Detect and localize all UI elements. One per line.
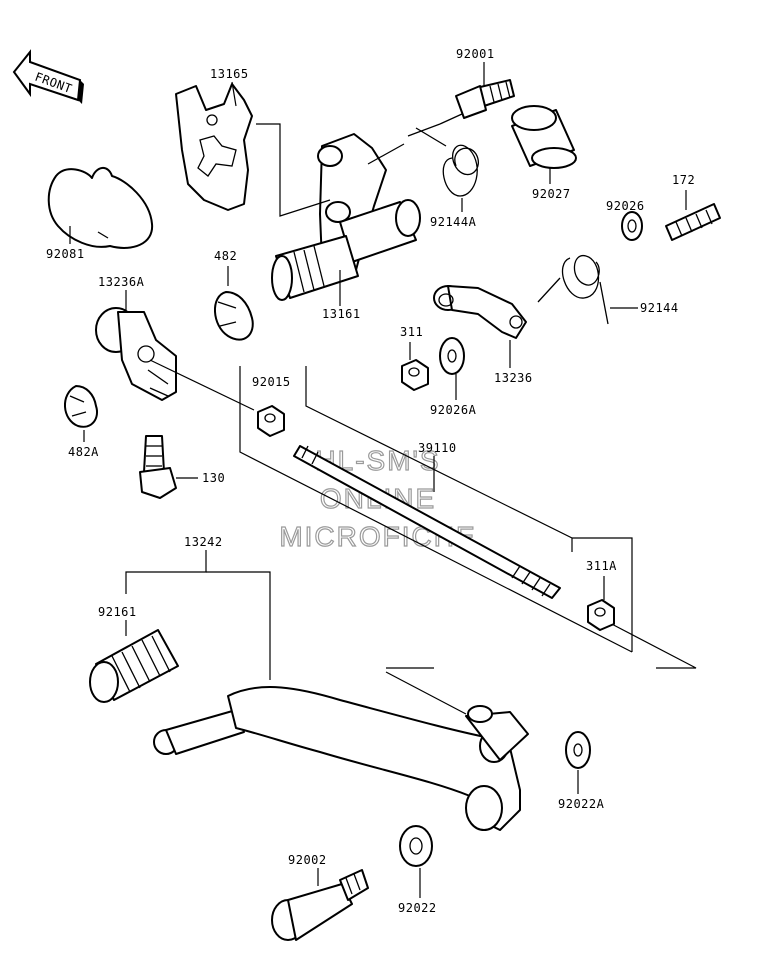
watermark-line-1: HL-SM'S	[315, 445, 440, 476]
part-92161-rubber	[89, 629, 179, 703]
label-92144: 92144	[640, 301, 679, 315]
part-92022A-washer	[565, 731, 591, 769]
part-92022-washer	[399, 825, 433, 867]
label-311: 311	[400, 325, 423, 339]
label-92026A: 92026A	[430, 403, 477, 417]
part-311A-nut	[587, 599, 615, 631]
label-92015: 92015	[252, 375, 291, 389]
part-92026A-washer	[439, 337, 465, 375]
part-172-pin	[665, 203, 721, 241]
label-13161: 13161	[322, 307, 361, 321]
part-92001-bolt	[455, 79, 515, 119]
label-92001: 92001	[456, 47, 495, 61]
label-482A: 482A	[68, 445, 99, 459]
part-13236A-lever	[95, 307, 177, 401]
part-92015-nut	[257, 405, 285, 437]
label-92026: 92026	[606, 199, 645, 213]
part-311-nut	[401, 359, 429, 391]
part-13161-shaft	[271, 133, 421, 301]
part-92002-bolt	[271, 869, 369, 941]
part-130-bolt	[139, 435, 177, 499]
part-92027-collar	[511, 105, 577, 169]
label-482: 482	[214, 249, 237, 263]
label-92161: 92161	[98, 605, 137, 619]
part-13165-plate	[175, 83, 253, 211]
label-92144A: 92144A	[430, 215, 477, 229]
part-92144A-spring	[407, 113, 479, 197]
label-13236: 13236	[494, 371, 533, 385]
label-311A: 311A	[586, 559, 617, 573]
part-482-eclip	[213, 291, 254, 341]
label-13236A: 13236A	[98, 275, 145, 289]
part-92081-ring	[47, 167, 154, 249]
label-130: 130	[202, 471, 225, 485]
label-172: 172	[672, 173, 695, 187]
label-92081: 92081	[46, 247, 85, 261]
part-92144-spring	[537, 255, 609, 325]
part-shift-pedal	[153, 686, 529, 831]
label-92002: 92002	[288, 853, 327, 867]
label-13165: 13165	[210, 67, 249, 81]
label-13242: 13242	[184, 535, 223, 549]
front-arrow-icon: FRONT	[12, 49, 84, 104]
part-92026-washer	[621, 211, 643, 241]
part-13236-arm	[433, 285, 527, 339]
label-39110: 39110	[418, 441, 457, 455]
label-92022: 92022	[398, 901, 437, 915]
part-482A-eclip	[64, 385, 98, 428]
label-92022A: 92022A	[558, 797, 605, 811]
part-39110-tie-rod	[293, 445, 561, 599]
label-92027: 92027	[532, 187, 571, 201]
